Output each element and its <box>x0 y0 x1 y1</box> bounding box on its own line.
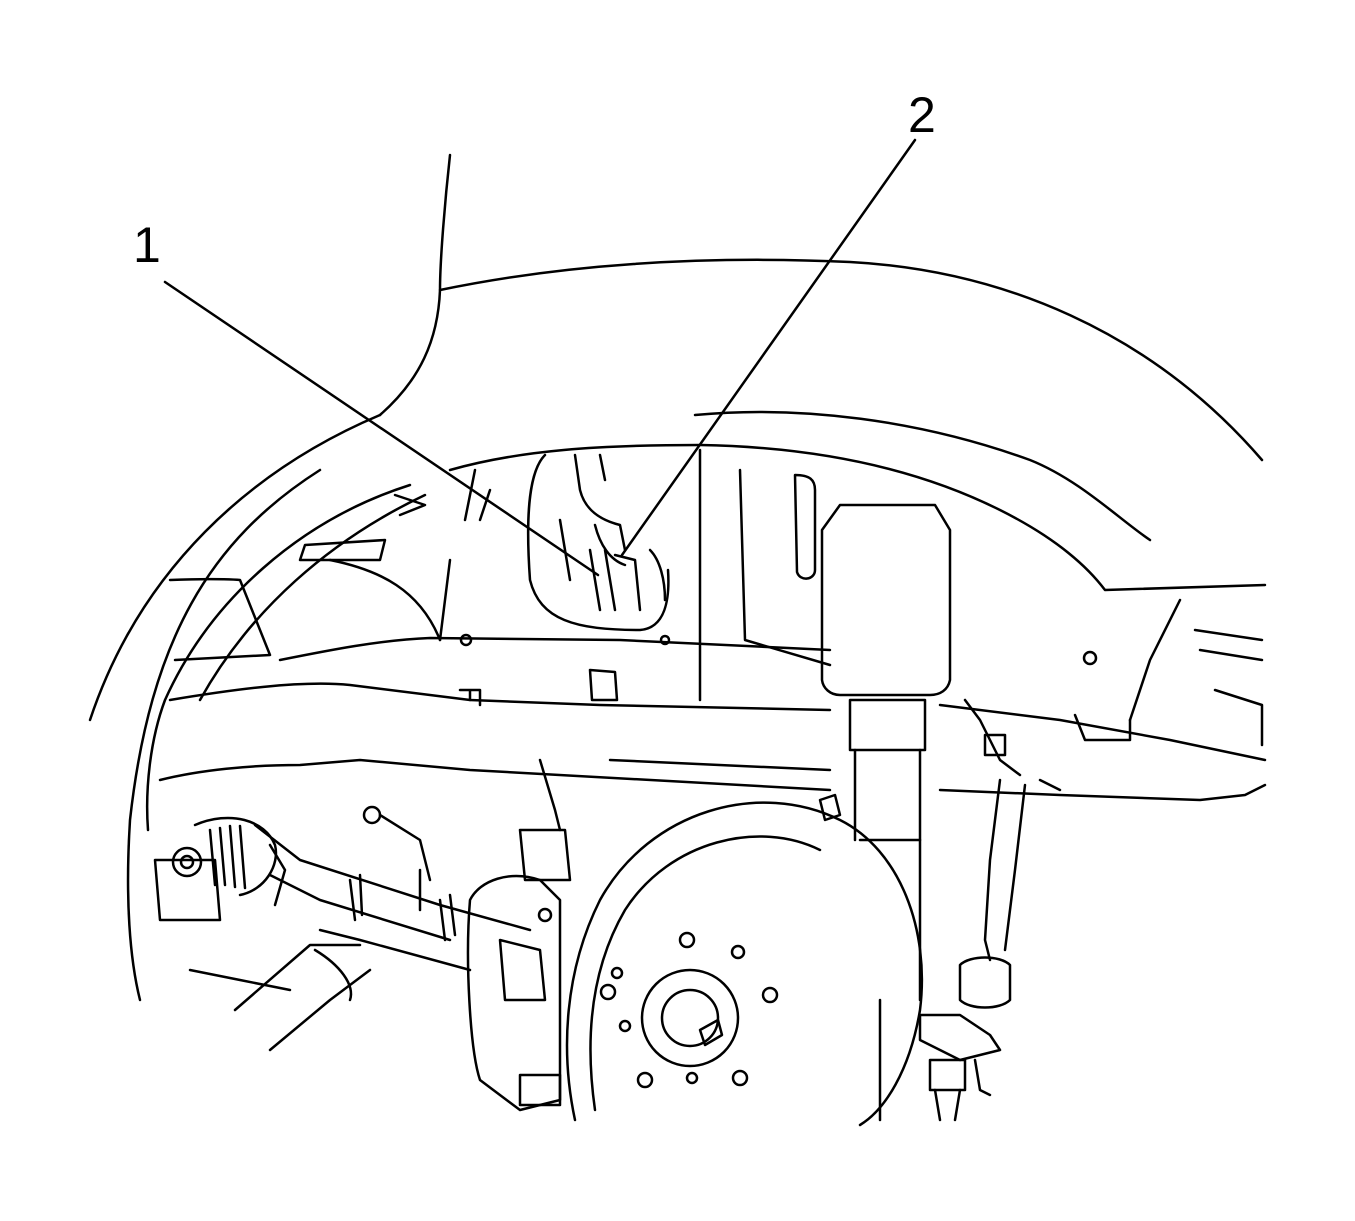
upper-shock-mount <box>526 448 832 702</box>
brake-rotor <box>565 801 924 1127</box>
leader-line-1 <box>163 280 600 577</box>
exhaust-pipe <box>188 943 372 1052</box>
brake-caliper <box>466 758 572 1112</box>
leader-line-2 <box>620 138 917 557</box>
lower-control-arm <box>818 778 1062 1122</box>
bushing-mount <box>153 816 287 922</box>
fender-outline <box>88 153 1264 1002</box>
trailing-arm <box>253 813 532 972</box>
leader-lines <box>163 138 917 577</box>
callout-label-1: 1 <box>133 217 161 273</box>
frame-rail <box>158 598 1267 802</box>
callout-label-2: 2 <box>908 87 936 143</box>
air-spring-assembly <box>820 503 952 1122</box>
wheel-well-liner <box>145 443 1267 832</box>
